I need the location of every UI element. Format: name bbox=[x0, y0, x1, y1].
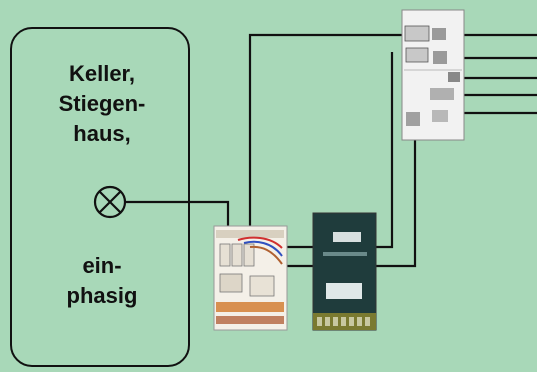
room-label-line-5: phasig bbox=[66, 283, 138, 308]
room-label-bottom: ein- phasig bbox=[12, 251, 192, 311]
room-label-line-3: haus, bbox=[73, 121, 131, 146]
room-label-line-1: Keller, bbox=[68, 61, 136, 86]
electricity-meter-icon bbox=[312, 212, 377, 331]
wire-lamp-to-board bbox=[125, 200, 230, 231]
fuse-panel-icon bbox=[213, 225, 288, 331]
wire-board-to-terminal-top bbox=[248, 33, 412, 231]
room-label-line-4: ein- bbox=[82, 253, 122, 278]
terminal-block-icon bbox=[401, 9, 465, 141]
lamp-cross-circle-icon bbox=[93, 185, 127, 219]
room-label-top: Keller, Stiegen- haus, bbox=[12, 59, 192, 149]
room-box: Keller, Stiegen- haus, ein- phasig bbox=[10, 27, 190, 367]
room-label-line-2: Stiegen- bbox=[58, 91, 146, 116]
